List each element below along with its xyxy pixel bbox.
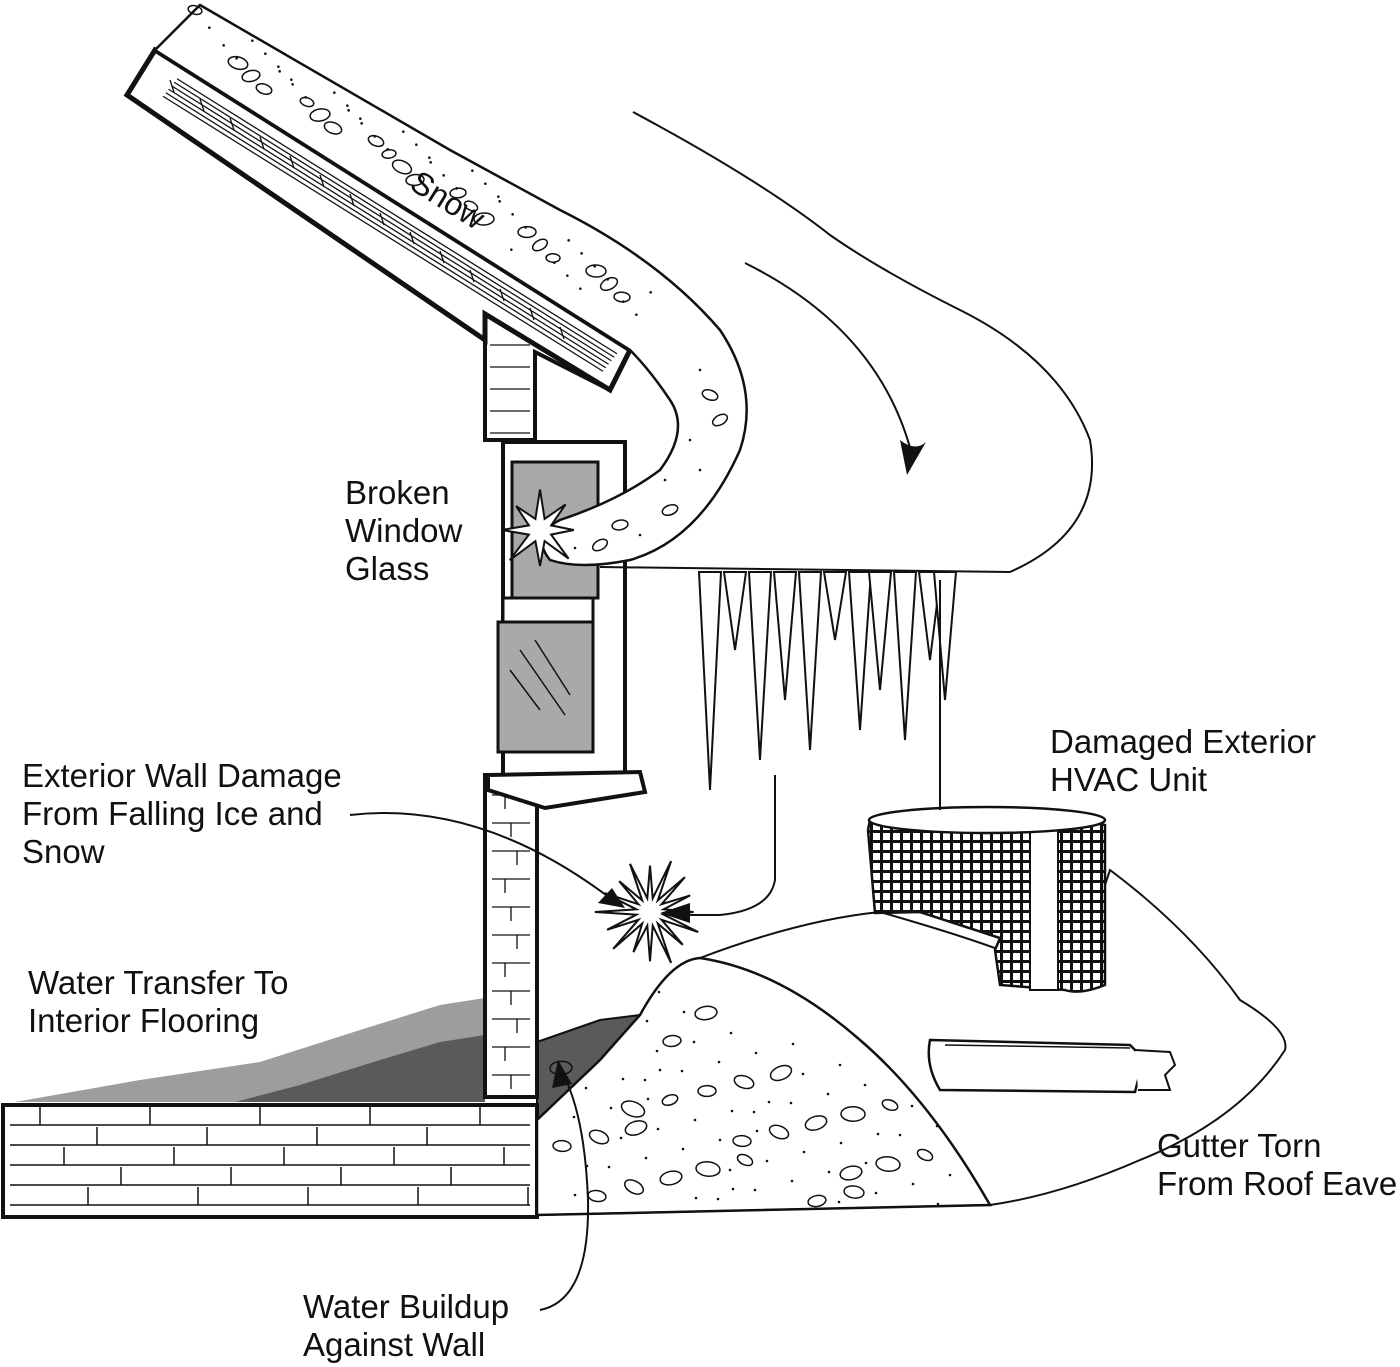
torn-gutter-icon (927, 1038, 1177, 1094)
water-transfer-label-line: Water Transfer To (28, 964, 289, 1001)
lower-wall (483, 773, 539, 1099)
broken-window-label-line: Window (345, 512, 463, 549)
water-transfer-label: Water Transfer To Interior Flooring (28, 964, 288, 1040)
snow-slide-arrow (744, 262, 913, 456)
gutter-label-line: Gutter Torn (1157, 1127, 1322, 1164)
hvac-label-line: Damaged Exterior (1050, 723, 1316, 760)
ground-line (536, 1204, 991, 1216)
water-buildup-pointer-head (552, 1060, 572, 1088)
wall-damage-label-line: Snow (22, 833, 105, 870)
water-transfer-label-line: Interior Flooring (28, 1002, 260, 1039)
snow-slide-arrowhead (900, 440, 926, 475)
water-buildup-pointer (539, 1077, 590, 1311)
wall-damage-pointer (349, 812, 611, 899)
water-buildup-label-line: Against Wall (303, 1326, 486, 1363)
water-buildup-label-line: Water Buildup (303, 1288, 510, 1325)
broken-window-label-line: Broken (345, 474, 450, 511)
gutter-label-line: From Roof Eave (1157, 1165, 1398, 1202)
wall-damage-label-line: From Falling Ice and (22, 795, 323, 832)
snow-pile (535, 956, 993, 1217)
roof-rafter (123, 46, 634, 394)
window-sill (486, 769, 648, 811)
hvac-label: Damaged Exterior HVAC Unit (1050, 723, 1316, 799)
broken-window-label: Broken Window Glass (345, 474, 462, 588)
water-buildup-label: Water Buildup Against Wall (303, 1288, 509, 1364)
broken-window-label-line: Glass (345, 550, 430, 587)
hvac-unit-icon (866, 580, 1107, 993)
icicles (697, 571, 958, 791)
hvac-label-line: HVAC Unit (1050, 761, 1208, 798)
falling-ice-arrowhead (660, 903, 690, 923)
falling-ice-arrow (680, 775, 776, 916)
wall-damage-pointer-head (598, 888, 625, 908)
interior-water-dark (235, 1035, 485, 1102)
broken-glass-burst-icon (501, 489, 574, 567)
wall-damage-label: Exterior Wall Damage From Falling Ice an… (22, 757, 342, 871)
roof-snow (153, 3, 748, 567)
gutter-label: Gutter Torn From Roof Eave (1157, 1127, 1397, 1203)
wall-damage-burst-icon (594, 860, 699, 964)
wall-damage-label-line: Exterior Wall Damage (22, 757, 342, 794)
sliding-snow-outline (599, 111, 1094, 574)
foundation-slab (1, 1103, 539, 1219)
